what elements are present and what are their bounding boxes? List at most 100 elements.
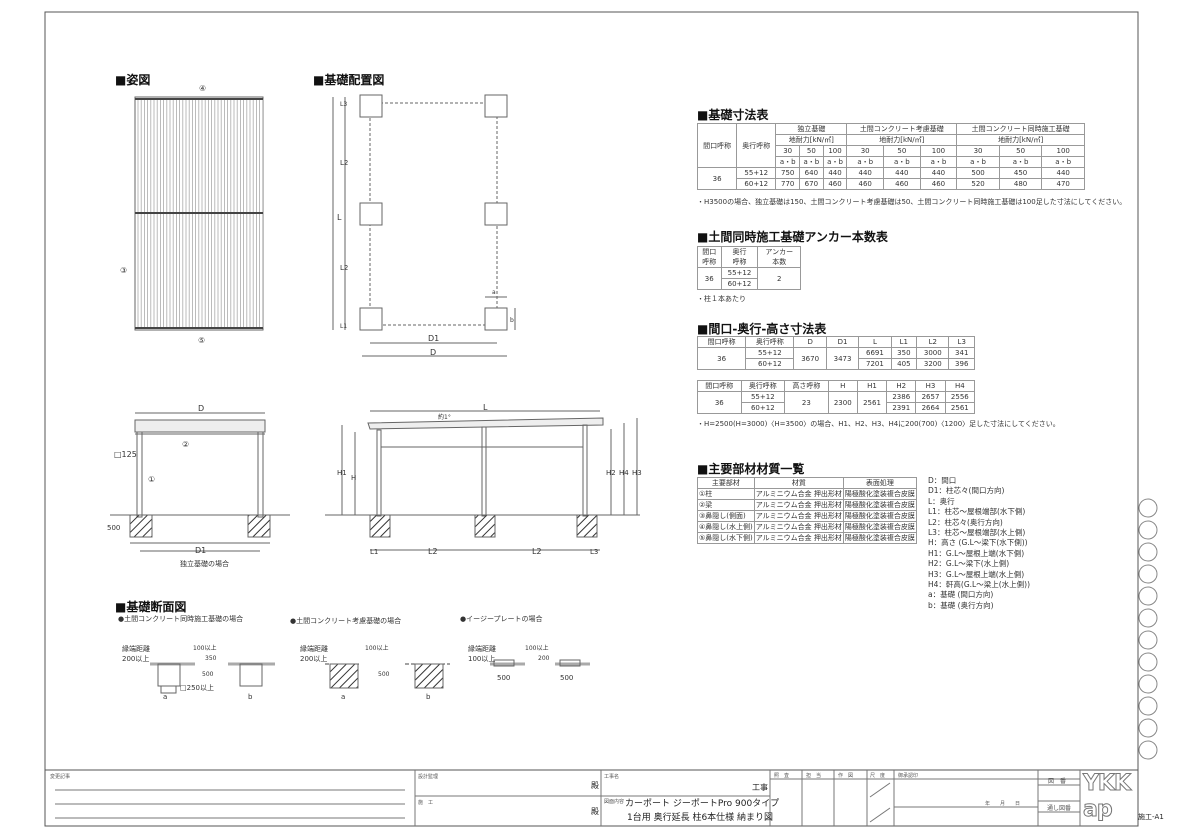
- table-cell: 30: [775, 145, 801, 157]
- legend-item: H2：G.L～梁下(水上側): [928, 559, 1010, 569]
- table-cell: L2: [916, 336, 950, 348]
- col-check: 照 査: [774, 773, 790, 779]
- table-cell: アルミニウム合金 押出形材: [753, 521, 844, 533]
- svg-text:200以上: 200以上: [122, 654, 149, 663]
- table-cell: 500: [956, 167, 1000, 179]
- table-cell: アルミニウム合金 押出形材: [753, 488, 844, 500]
- drawing-title-2: 1台用 奥行延長 柱6本仕様 納まり図: [627, 813, 774, 823]
- svg-text:約1°: 約1°: [438, 413, 451, 421]
- svg-text:D1: D1: [195, 546, 206, 555]
- size-note: ・H=2500(H=3000)〈H=3500〉の場合、H1、H2、H3、H4に2…: [697, 420, 1060, 428]
- svg-text:縁端距離: 縁端距離: [300, 644, 328, 653]
- svg-text:500: 500: [560, 674, 573, 682]
- svg-text:H3: H3: [632, 469, 642, 477]
- table-row: ③鼻隠し(側面)アルミニウム合金 押出形材陽極酸化塗装複合皮膜: [697, 510, 917, 522]
- callout-4: ④: [199, 84, 206, 93]
- svg-text:a: a: [492, 289, 496, 296]
- table-cell: 50: [799, 145, 824, 157]
- svg-text:D: D: [430, 348, 436, 357]
- contractor-label: 施 工: [418, 800, 434, 806]
- content-label: 図面内容: [604, 799, 625, 805]
- heading-layout: ■基礎配置図: [313, 73, 385, 87]
- table-cell: 440: [883, 167, 921, 179]
- svg-text:100以上: 100以上: [525, 644, 548, 652]
- svg-text:100以上: 100以上: [193, 644, 216, 652]
- svg-text:b: b: [510, 317, 514, 324]
- table-cell: 30: [956, 145, 1000, 157]
- table-cell: 460: [846, 178, 884, 190]
- table-cell: 640: [799, 167, 824, 179]
- table-cell: 100: [919, 145, 958, 157]
- svg-text:D: D: [198, 404, 204, 413]
- table-cell: 陽極酸化塗装複合皮膜: [842, 510, 917, 522]
- legend-item: L1：柱芯～屋根端部(水下側): [928, 507, 1026, 517]
- table-cell: 陽極酸化塗装複合皮膜: [842, 488, 917, 500]
- heading-anchor-table: ■土間同時施工基礎アンカー本数表: [697, 230, 888, 244]
- svg-text:500: 500: [378, 671, 390, 678]
- legend-item: L2：柱芯々(奥行方向): [928, 517, 1003, 527]
- foundation-dimension-table: 間口呼称奥行呼称独立基礎土間コンクリート考慮基礎土間コンクリート同時施工基礎 地…: [696, 123, 1085, 190]
- table-cell: ⑤鼻隠し(水下側): [697, 532, 755, 544]
- svg-text:L2: L2: [340, 264, 348, 272]
- svg-text:②: ②: [182, 440, 189, 449]
- roof-plan: ④ ③ ⑤: [120, 84, 264, 345]
- svg-text:□125: □125: [114, 450, 137, 459]
- table-cell: 30: [846, 145, 884, 157]
- side-elevation: [325, 410, 640, 551]
- changes-label: 変更記事: [50, 774, 71, 780]
- svg-text:H: H: [351, 474, 356, 482]
- col-charge: 担 当: [806, 773, 822, 779]
- table-cell: 480: [998, 178, 1043, 190]
- section-title-2: ●土間コンクリート考慮基礎の場合: [290, 617, 402, 625]
- table-cell: 奥行呼称: [740, 380, 786, 392]
- svg-text:100以上: 100以上: [468, 654, 495, 663]
- svg-text:L2: L2: [340, 159, 348, 167]
- front-caption: 独立基礎の場合: [180, 559, 229, 568]
- honorific-1: 殿: [591, 781, 599, 790]
- table-cell: H3: [915, 380, 946, 392]
- svg-text:①: ①: [148, 475, 155, 484]
- svg-text:100以上: 100以上: [365, 644, 388, 652]
- legend-item: H：高さ (G.L～梁下(水下側)): [928, 538, 1028, 548]
- table-row: ②梁アルミニウム合金 押出形材陽極酸化塗装複合皮膜: [697, 499, 917, 511]
- table-cell: a・b: [846, 156, 884, 168]
- svg-text:b: b: [426, 693, 431, 701]
- table-cell: ③鼻隠し(側面): [697, 510, 755, 522]
- table-cell: a・b: [956, 156, 1000, 168]
- callout-5: ⑤: [198, 336, 205, 345]
- svg-text:L2: L2: [428, 547, 438, 556]
- svg-text:500: 500: [107, 524, 120, 532]
- table-cell: 440: [919, 167, 958, 179]
- table-cell: L3: [948, 336, 975, 348]
- svg-text:500: 500: [497, 674, 510, 682]
- svg-text:a: a: [341, 693, 345, 701]
- svg-text:200以上: 200以上: [300, 654, 327, 663]
- svg-text:□250以上: □250以上: [180, 683, 214, 692]
- table-cell: a・b: [822, 156, 848, 168]
- heading-elevation: ■姿図: [115, 73, 151, 87]
- margin-circles: [1138, 498, 1158, 760]
- svg-text:L: L: [483, 403, 488, 412]
- project-label: 工事名: [604, 774, 620, 780]
- sheet-frame: [44, 11, 1139, 827]
- legend-item: L：奥行: [928, 496, 955, 506]
- col-scale: 尺 度: [870, 773, 886, 779]
- legend-item: H1：G.L～屋根上端(水下側): [928, 548, 1025, 558]
- title-block-grid: [55, 770, 1081, 826]
- table-cell: 770: [775, 178, 801, 190]
- table-cell: 460: [822, 178, 848, 190]
- table-cell: H1: [856, 380, 888, 392]
- date-label: 年 月 日: [985, 801, 1021, 807]
- project-suffix: 工事: [752, 783, 768, 792]
- dim-table-note: ・H3500の場合、独立基礎は150、土間コンクリート考慮基礎は50、土間コンク…: [697, 198, 1127, 206]
- sheet-number: 施工-A1: [1138, 813, 1164, 821]
- table-cell: 670: [799, 178, 824, 190]
- table-cell: 奥行呼称: [745, 336, 795, 348]
- table-cell: 100: [1041, 145, 1085, 157]
- table-cell: a・b: [998, 156, 1043, 168]
